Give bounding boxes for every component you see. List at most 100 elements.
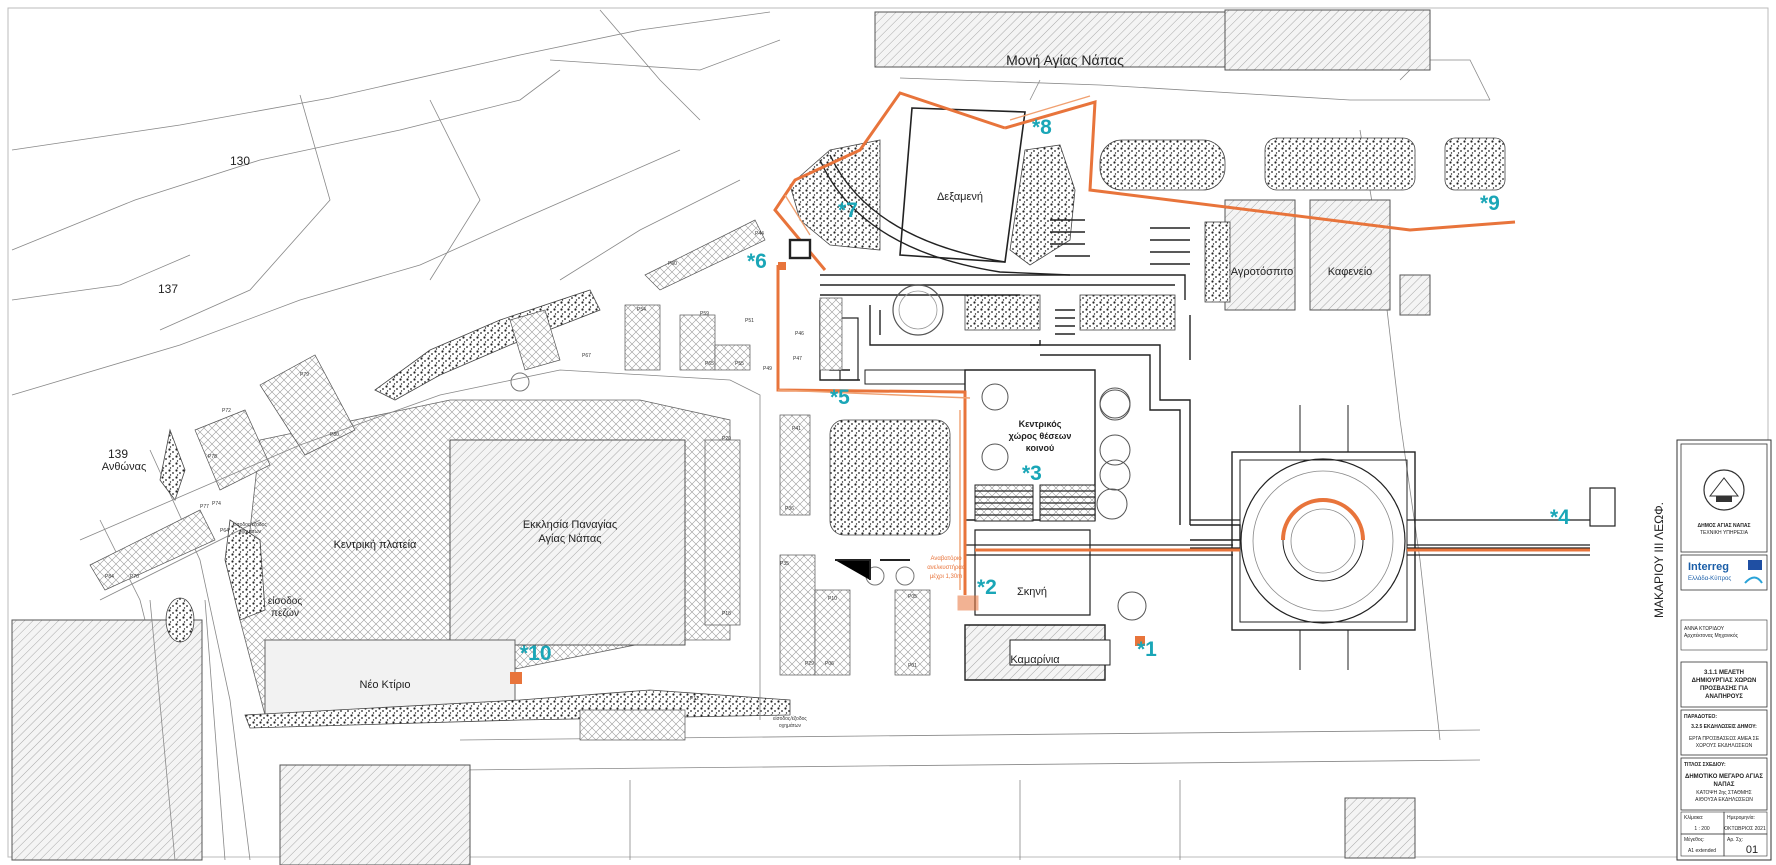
round-planters	[510, 284, 1147, 621]
parking-label-p59: P59	[700, 311, 709, 317]
tb-paradoteo-2: ΕΡΓΑ ΠΡΟΣΒΑΣΕΩΣ ΑΜΕΑ ΣΕ	[1689, 736, 1760, 742]
seating-rows	[864, 369, 1096, 522]
kafeneio-building	[1309, 199, 1391, 311]
parking-label-p01: P01	[908, 663, 917, 669]
eu-flag-icon	[1748, 560, 1762, 570]
access-markers: *1 *2 *3 *4 *5 *6 *7 *8 *9 *10	[520, 116, 1570, 665]
parking-label-p64: P64	[220, 528, 229, 534]
tb-project-4: ΑΝΑΠΗΡΟΥΣ	[1705, 694, 1743, 700]
tb-ar: 01	[1746, 844, 1758, 856]
label-kafeneio: Καφενείο	[1328, 266, 1373, 278]
parking-label-p44: P44	[755, 231, 764, 237]
parking-label-p41: P41	[792, 426, 801, 432]
circular-plaza	[1190, 405, 1590, 670]
marker-2: *2	[977, 576, 997, 599]
label-agrotospito: Αγροτόσπιτο	[1231, 266, 1293, 278]
parking-label-p55: P55	[735, 361, 744, 367]
marker-6: *6	[747, 250, 767, 273]
entry-exit-1: είσοδος/έξοδος	[773, 715, 807, 722]
label-central-3: κοινού	[1026, 443, 1054, 453]
entry-exit-west-1: είσοδος/έξοδος	[233, 521, 267, 528]
parking-areas	[89, 219, 931, 741]
tb-date: ΟΚΤΩΒΡΙΟΣ 2021	[1724, 826, 1766, 832]
marker-7: *7	[838, 199, 858, 222]
tb-titlos-label: ΤΙΤΛΟΣ ΣΧΕΔΙΟΥ:	[1684, 762, 1726, 768]
wave-logo-icon	[1744, 576, 1763, 584]
label-eisodos-1: είσοδος	[268, 595, 303, 607]
stage	[974, 529, 1091, 616]
parking-label-p47: P47	[793, 356, 802, 362]
parking-label-p78: P78	[208, 454, 217, 460]
parking-label-p05: P05	[908, 594, 917, 600]
parking-label-p84: P84	[105, 574, 114, 580]
parking-labels: P01P05P06P10P12P18P20P29P35P36P41P44P46P…	[105, 231, 917, 702]
tb-paradoteo-3: ΧΩΡΟΥΣ ΕΚΔΗΛΩΣΕΩΝ	[1696, 743, 1753, 749]
drawing-frame	[7, 7, 1769, 858]
tb-paradoteo-1: 3.2.5 ΕΚΔΗΛΩΣΕΙΣ ΔΗΜΟΥ:	[1691, 724, 1757, 730]
parking-label-p36: P36	[785, 506, 794, 512]
label-moni: Μονή Αγίας Νάπας	[1006, 52, 1124, 68]
tb-person-2: Αρχιτέκτονας Μηχανικός	[1684, 632, 1739, 639]
parking-label-p20: P20	[722, 436, 731, 442]
parking-label-p67: P67	[582, 353, 591, 359]
tb-titlos-1: ΔΗΜΟΤΙΚΟ ΜΕΓΑΡΟ ΑΓΙΑΣ	[1685, 774, 1763, 780]
parking-label-p10: P10	[828, 596, 837, 602]
parking-label-p80: P80	[330, 432, 339, 438]
marker-8: *8	[1032, 116, 1052, 139]
label-dexameni: Δεξαμενή	[937, 191, 983, 203]
place-labels: Μονή Αγίας Νάπας Δεξαμενή Αγροτόσπιτο Κα…	[102, 52, 1666, 729]
tb-person-1: ΑΝΝΑ ΚΤΩΡΙΔΟΥ	[1684, 626, 1725, 632]
parking-label-p12: P12	[690, 696, 699, 702]
roads	[79, 77, 1490, 861]
marker-square-10	[510, 672, 522, 684]
church-building	[449, 439, 686, 646]
parking-label-p70: P70	[130, 574, 139, 580]
walkways	[835, 544, 1590, 580]
marker-9: *9	[1480, 192, 1500, 215]
tb-titlos-3: ΚΑΤΟΨΗ 2ης ΣΤΑΘΜΗΣ	[1696, 790, 1751, 796]
parking-label-p79: P79	[300, 372, 309, 378]
label-central-1: Κεντρικός	[1019, 419, 1062, 429]
reservoir	[899, 107, 1026, 263]
tb-klimaka: 1 : 200	[1694, 826, 1710, 832]
tb-project-1: 3.1.1 ΜΕΛΕΤΗ	[1704, 670, 1744, 676]
ramp-note-1: Αναβατόριο	[930, 555, 962, 562]
accessible-route	[510, 91, 1590, 684]
label-church-1: Εκκλησία Παναγίας	[523, 519, 617, 531]
label-church-2: Αγίας Νάπας	[538, 533, 601, 545]
label-eisodos-2: πεζών	[271, 607, 299, 619]
parking-label-p54: P54	[637, 307, 646, 313]
tb-titlos-4: ΑΙΘΟΥΣΑ ΕΚΔΗΛΩΣΕΩΝ	[1695, 797, 1753, 803]
parking-label-p51: P51	[745, 318, 754, 324]
label-parcel-139: 139	[108, 447, 128, 461]
label-central-2: χώρος θέσεων	[1009, 431, 1072, 441]
tb-org-2: ΤΕΧΝΙΚΗ ΥΠΗΡΕΣΙΑ	[1700, 530, 1749, 536]
parking-label-p65: P65	[705, 361, 714, 367]
tb-interreg-sub: Ελλάδα-Κύπρος	[1688, 575, 1731, 582]
ramp-note-2: ανελκυστήρας	[927, 564, 965, 571]
ramp-note-3: μέχρι 1,30m	[930, 573, 962, 580]
tb-klimaka-label: Κλίμακα:	[1684, 815, 1703, 821]
parking-label-p49: P49	[763, 366, 772, 372]
parking-label-p35: P35	[780, 561, 789, 567]
marker-3: *3	[1022, 462, 1042, 485]
entry-exit-west-2: οχημάτων	[239, 528, 262, 535]
tb-ar-label: Αρ. Σχ:	[1727, 837, 1743, 843]
label-street: ΜΑΚΑΡΙΟΥ ΙΙΙ ΛΕΩΦ.	[1652, 502, 1666, 618]
walls	[819, 219, 1241, 541]
marker-1: *1	[1137, 638, 1157, 661]
tb-megethos: A1 extended	[1688, 848, 1716, 854]
tb-titlos-2: ΝΑΠΑΣ	[1714, 782, 1735, 788]
parking-label-p18: P18	[722, 611, 731, 617]
label-parcel-137: 137	[158, 282, 178, 296]
tb-paradoteo-label: ΠΑΡΑΔΟΤΕΟ:	[1684, 714, 1717, 720]
label-parcel-130: 130	[230, 154, 250, 168]
parking-label-p77: P77	[200, 504, 209, 510]
parking-label-p60: P60	[668, 261, 677, 267]
agrotospito-building	[1224, 199, 1296, 311]
marker-5: *5	[830, 386, 850, 409]
label-skini: Σκηνή	[1017, 586, 1047, 598]
label-kamarinia: Καμαρίνια	[1010, 654, 1060, 666]
buildings	[11, 9, 1431, 865]
